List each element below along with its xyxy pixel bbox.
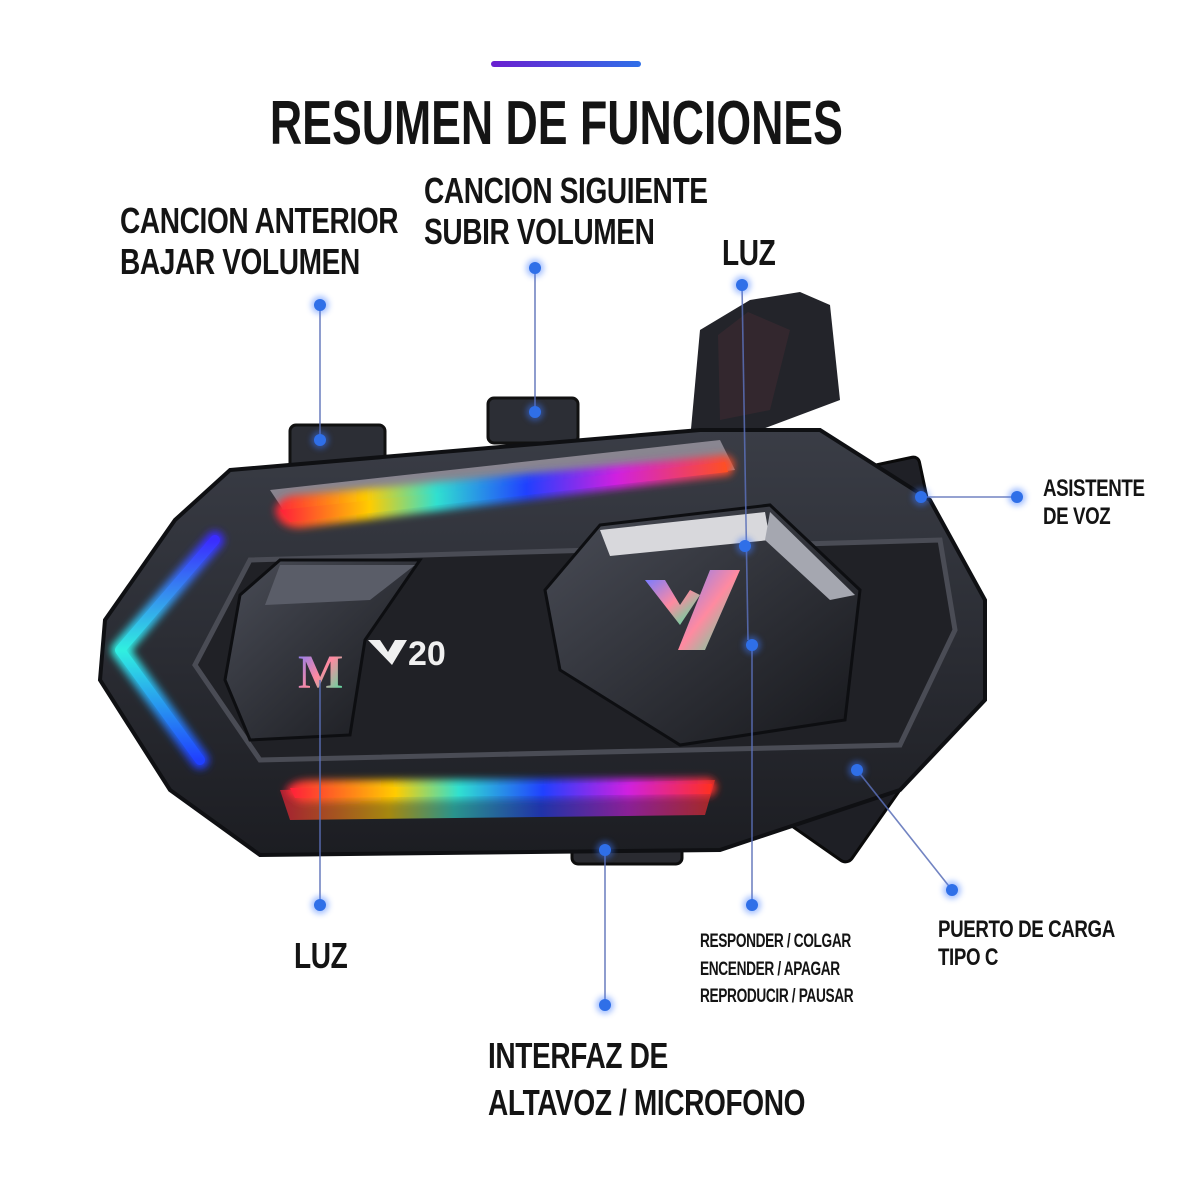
callout-light-top: LUZ <box>722 232 776 273</box>
callout-dot-next-vol-up-button <box>529 406 541 418</box>
callout-dot-main-button-label <box>746 899 758 911</box>
callout-dot-main-button <box>746 639 758 651</box>
callout-line: BAJAR VOLUMEN <box>120 241 360 283</box>
callout-line: INTERFAZ DE <box>488 1035 668 1076</box>
callout-dot-charging-label <box>946 884 958 896</box>
callout-dot-charging-port <box>851 764 863 776</box>
callout-dot-voice-assistant <box>1011 491 1023 503</box>
callout-line: ENCENDER / APAGAR <box>700 958 840 980</box>
callout-line: REPRODUCIR / PAUSAR <box>700 986 854 1008</box>
callout-dot-voice-button <box>915 491 927 503</box>
callout-next-vol-up: CANCION SIGUIENTE SUBIR VOLUMEN <box>424 170 708 253</box>
callout-charging-port: PUERTO DE CARGA TIPO C <box>938 916 1115 971</box>
callout-dot-main-button-top <box>739 540 751 552</box>
callout-dot-light-top <box>736 279 748 291</box>
callout-dot-light-bottom <box>314 899 326 911</box>
title-accent-bar <box>491 61 641 67</box>
callout-voice-assistant: ASISTENTE DE VOZ <box>1043 475 1145 530</box>
callout-line: ALTAVOZ / MICROFONO <box>488 1081 806 1123</box>
callout-line: PUERTO DE CARGA <box>938 916 1115 943</box>
callout-line: SUBIR VOLUMEN <box>424 211 655 253</box>
callout-light-bottom: LUZ <box>294 935 348 976</box>
page-title: RESUMEN DE FUNCIONES <box>269 89 843 158</box>
callout-dot-next-vol-up <box>529 262 541 274</box>
callout-line: TIPO C <box>938 943 999 971</box>
callout-prev-vol-down: CANCION ANTERIOR BAJAR VOLUMEN <box>120 200 399 283</box>
callout-dot-speaker-port <box>599 844 611 856</box>
svg-text:20: 20 <box>408 635 446 673</box>
callout-line: ASISTENTE <box>1043 475 1145 502</box>
callout-line: DE VOZ <box>1043 502 1111 530</box>
callout-dot-speaker-mic <box>599 999 611 1011</box>
y20-logo-icon: 20 <box>368 635 446 673</box>
callout-line: CANCION ANTERIOR <box>120 200 399 241</box>
callout-line: LUZ <box>722 232 776 273</box>
callout-line: CANCION SIGUIENTE <box>424 170 708 211</box>
y-logo-icon <box>645 570 740 650</box>
callout-main-button: RESPONDER / COLGAR ENCENDER / APAGAR REP… <box>700 928 854 1011</box>
callout-dot-prev-vol-down <box>314 299 326 311</box>
callout-line: LUZ <box>294 935 348 976</box>
callout-dot-prev-vol-down-button <box>314 434 326 446</box>
callout-speaker-mic: INTERFAZ DE ALTAVOZ / MICROFONO <box>488 1033 805 1127</box>
callout-line: RESPONDER / COLGAR <box>700 931 851 952</box>
